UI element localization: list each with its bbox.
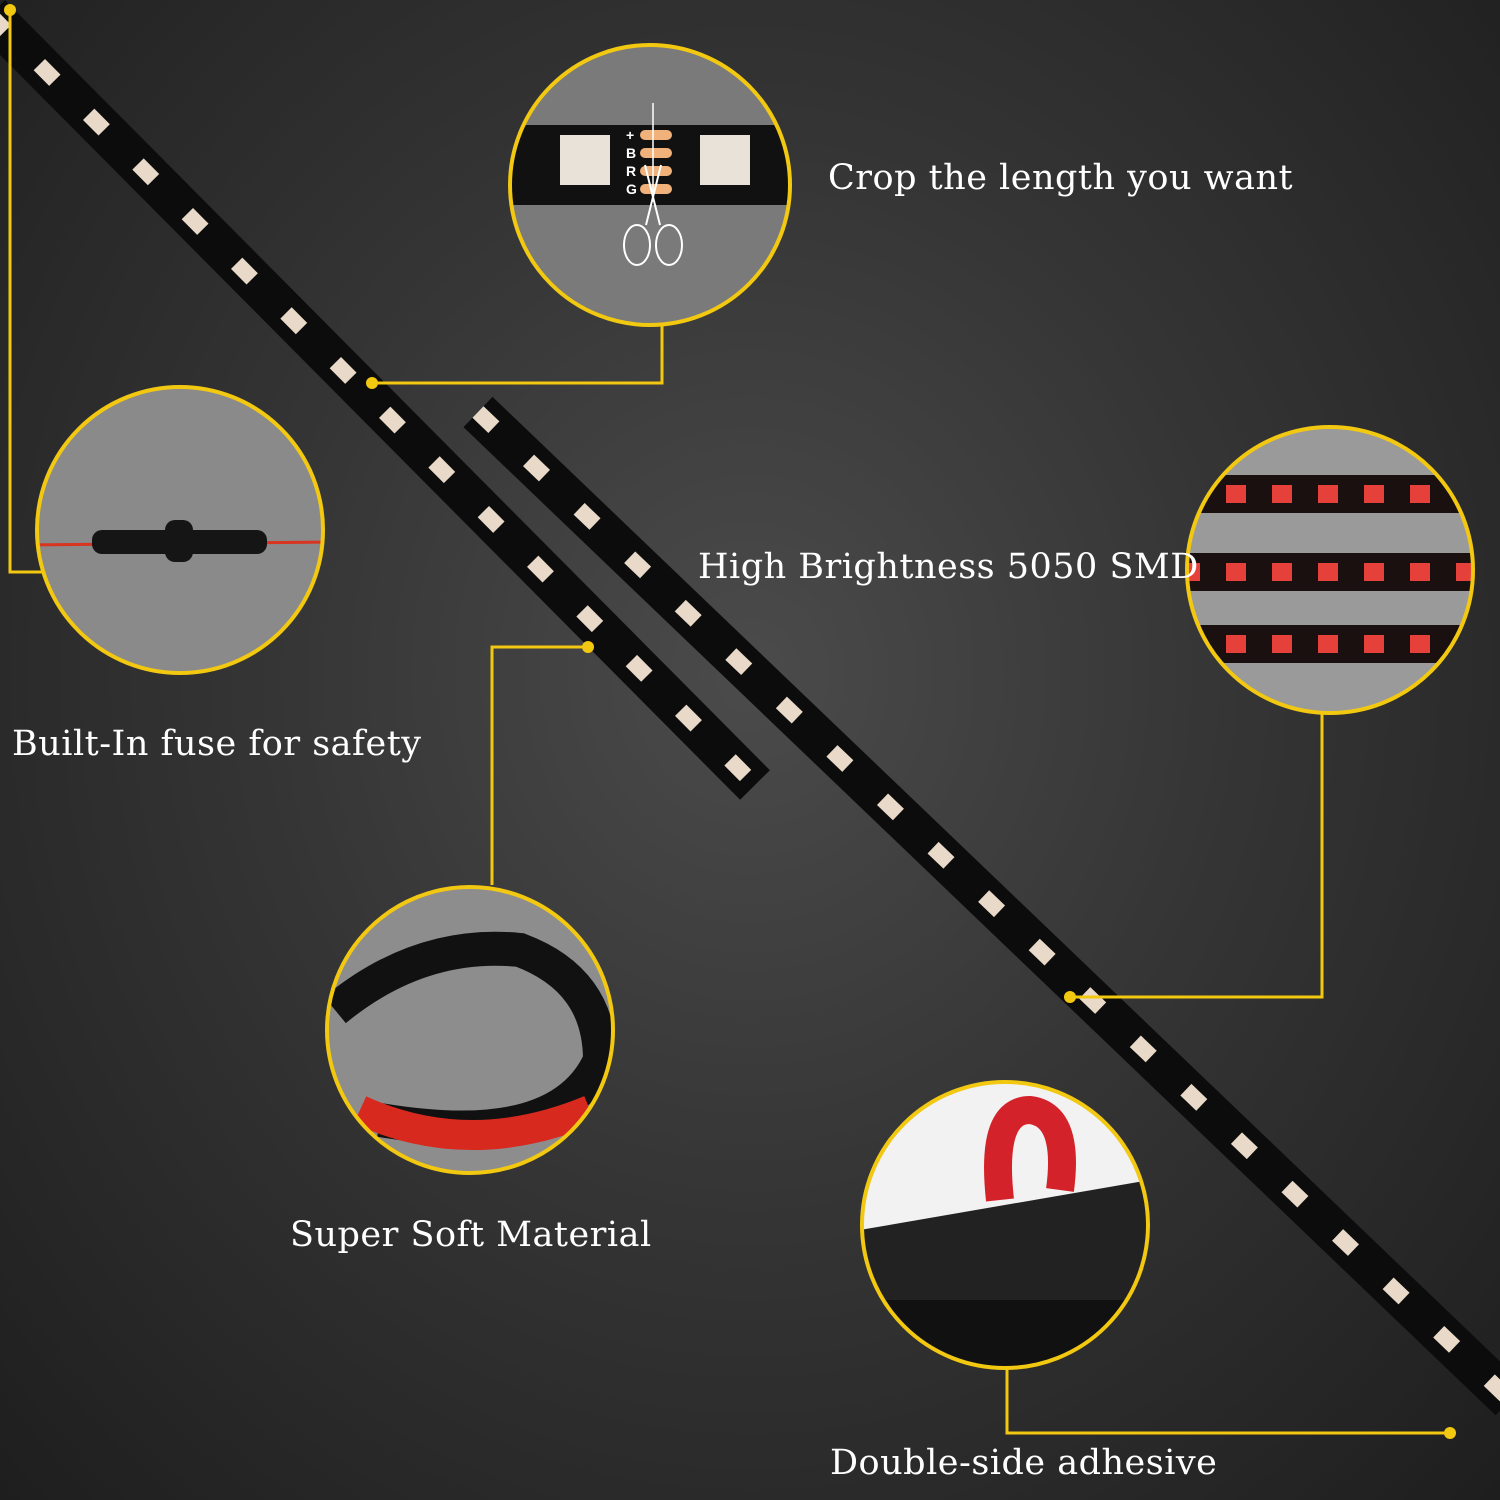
label-soft-material: Super Soft Material <box>290 1215 652 1255</box>
pad-label: R <box>626 163 636 179</box>
scissors-icon <box>623 164 683 266</box>
pad-label: B <box>626 145 636 161</box>
soft-material-detail-circle <box>325 885 615 1175</box>
label-adhesive: Double-side adhesive <box>830 1443 1218 1483</box>
adhesive-detail-circle <box>860 1080 1150 1370</box>
callout-lines <box>8 10 1450 1435</box>
label-brightness: High Brightness 5050 SMD <box>698 547 1199 587</box>
fuse-detail-circle <box>35 385 325 675</box>
pad-label: G <box>626 181 637 197</box>
led-strip-second <box>463 396 1500 1416</box>
callout-dots <box>4 4 1456 1439</box>
label-fuse: Built-In fuse for safety <box>12 724 422 764</box>
label-crop: Crop the length you want <box>828 158 1294 198</box>
led-strip-long <box>0 0 770 800</box>
brightness-detail-circle <box>1185 425 1475 715</box>
crop-detail-circle: + B R G <box>508 43 792 327</box>
pad-label: + <box>626 127 634 143</box>
